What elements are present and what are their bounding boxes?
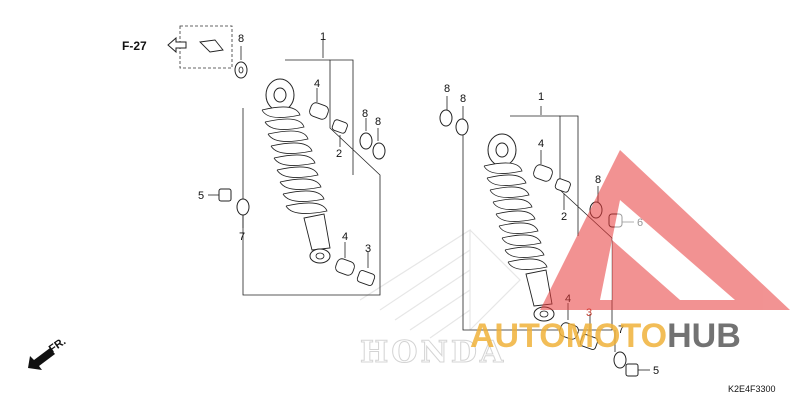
right-callout-nut-low: 5 — [653, 365, 659, 377]
left-callout-nut: 5 — [198, 190, 204, 202]
right-callout-collar-top: 2 — [561, 211, 567, 223]
right-callout-washer-a: 8 — [444, 83, 450, 95]
left-callout-washer-a: 8 — [238, 33, 244, 45]
left-callout-collar-bottom: 3 — [365, 243, 371, 255]
left-spring-coil — [261, 106, 328, 214]
filled-arrow-down-left-icon — [28, 348, 55, 370]
right-callout-bush-top: 4 — [538, 138, 544, 150]
left-callout-bush-bottom: 4 — [342, 231, 348, 243]
left-callout-washer-c: 8 — [375, 116, 381, 128]
left-callout-washer-b: 8 — [362, 108, 368, 120]
right-callout-washer-b: 8 — [460, 93, 466, 105]
left-shock-assembly — [179, 25, 386, 296]
diagram-code: K2E4F3300 — [728, 384, 776, 394]
left-callout-washer-nut: 7 — [239, 231, 245, 243]
honda-wing-watermark — [359, 228, 521, 339]
right-callout-washer-nut: 7 — [618, 324, 624, 336]
right-shock-assembly — [439, 96, 650, 377]
automotohub-triangle-logo — [540, 150, 790, 310]
ref-arrow-label: F-27 — [122, 39, 147, 53]
right-callout-shock: 1 — [538, 91, 544, 103]
right-callout-washer-c: 8 — [595, 174, 601, 186]
left-callout-shock: 1 — [320, 31, 326, 43]
right-callout-collar-bottom: 3 — [586, 307, 592, 319]
outline-arrow-left-icon — [167, 36, 187, 54]
watermark-brand: AUTOMOTOHUB — [470, 317, 741, 355]
left-callout-collar-top: 2 — [336, 148, 342, 160]
left-callout-bush-top: 4 — [314, 78, 320, 90]
honda-text-watermark: HONDA — [360, 335, 506, 370]
right-spring-coil — [483, 162, 548, 270]
